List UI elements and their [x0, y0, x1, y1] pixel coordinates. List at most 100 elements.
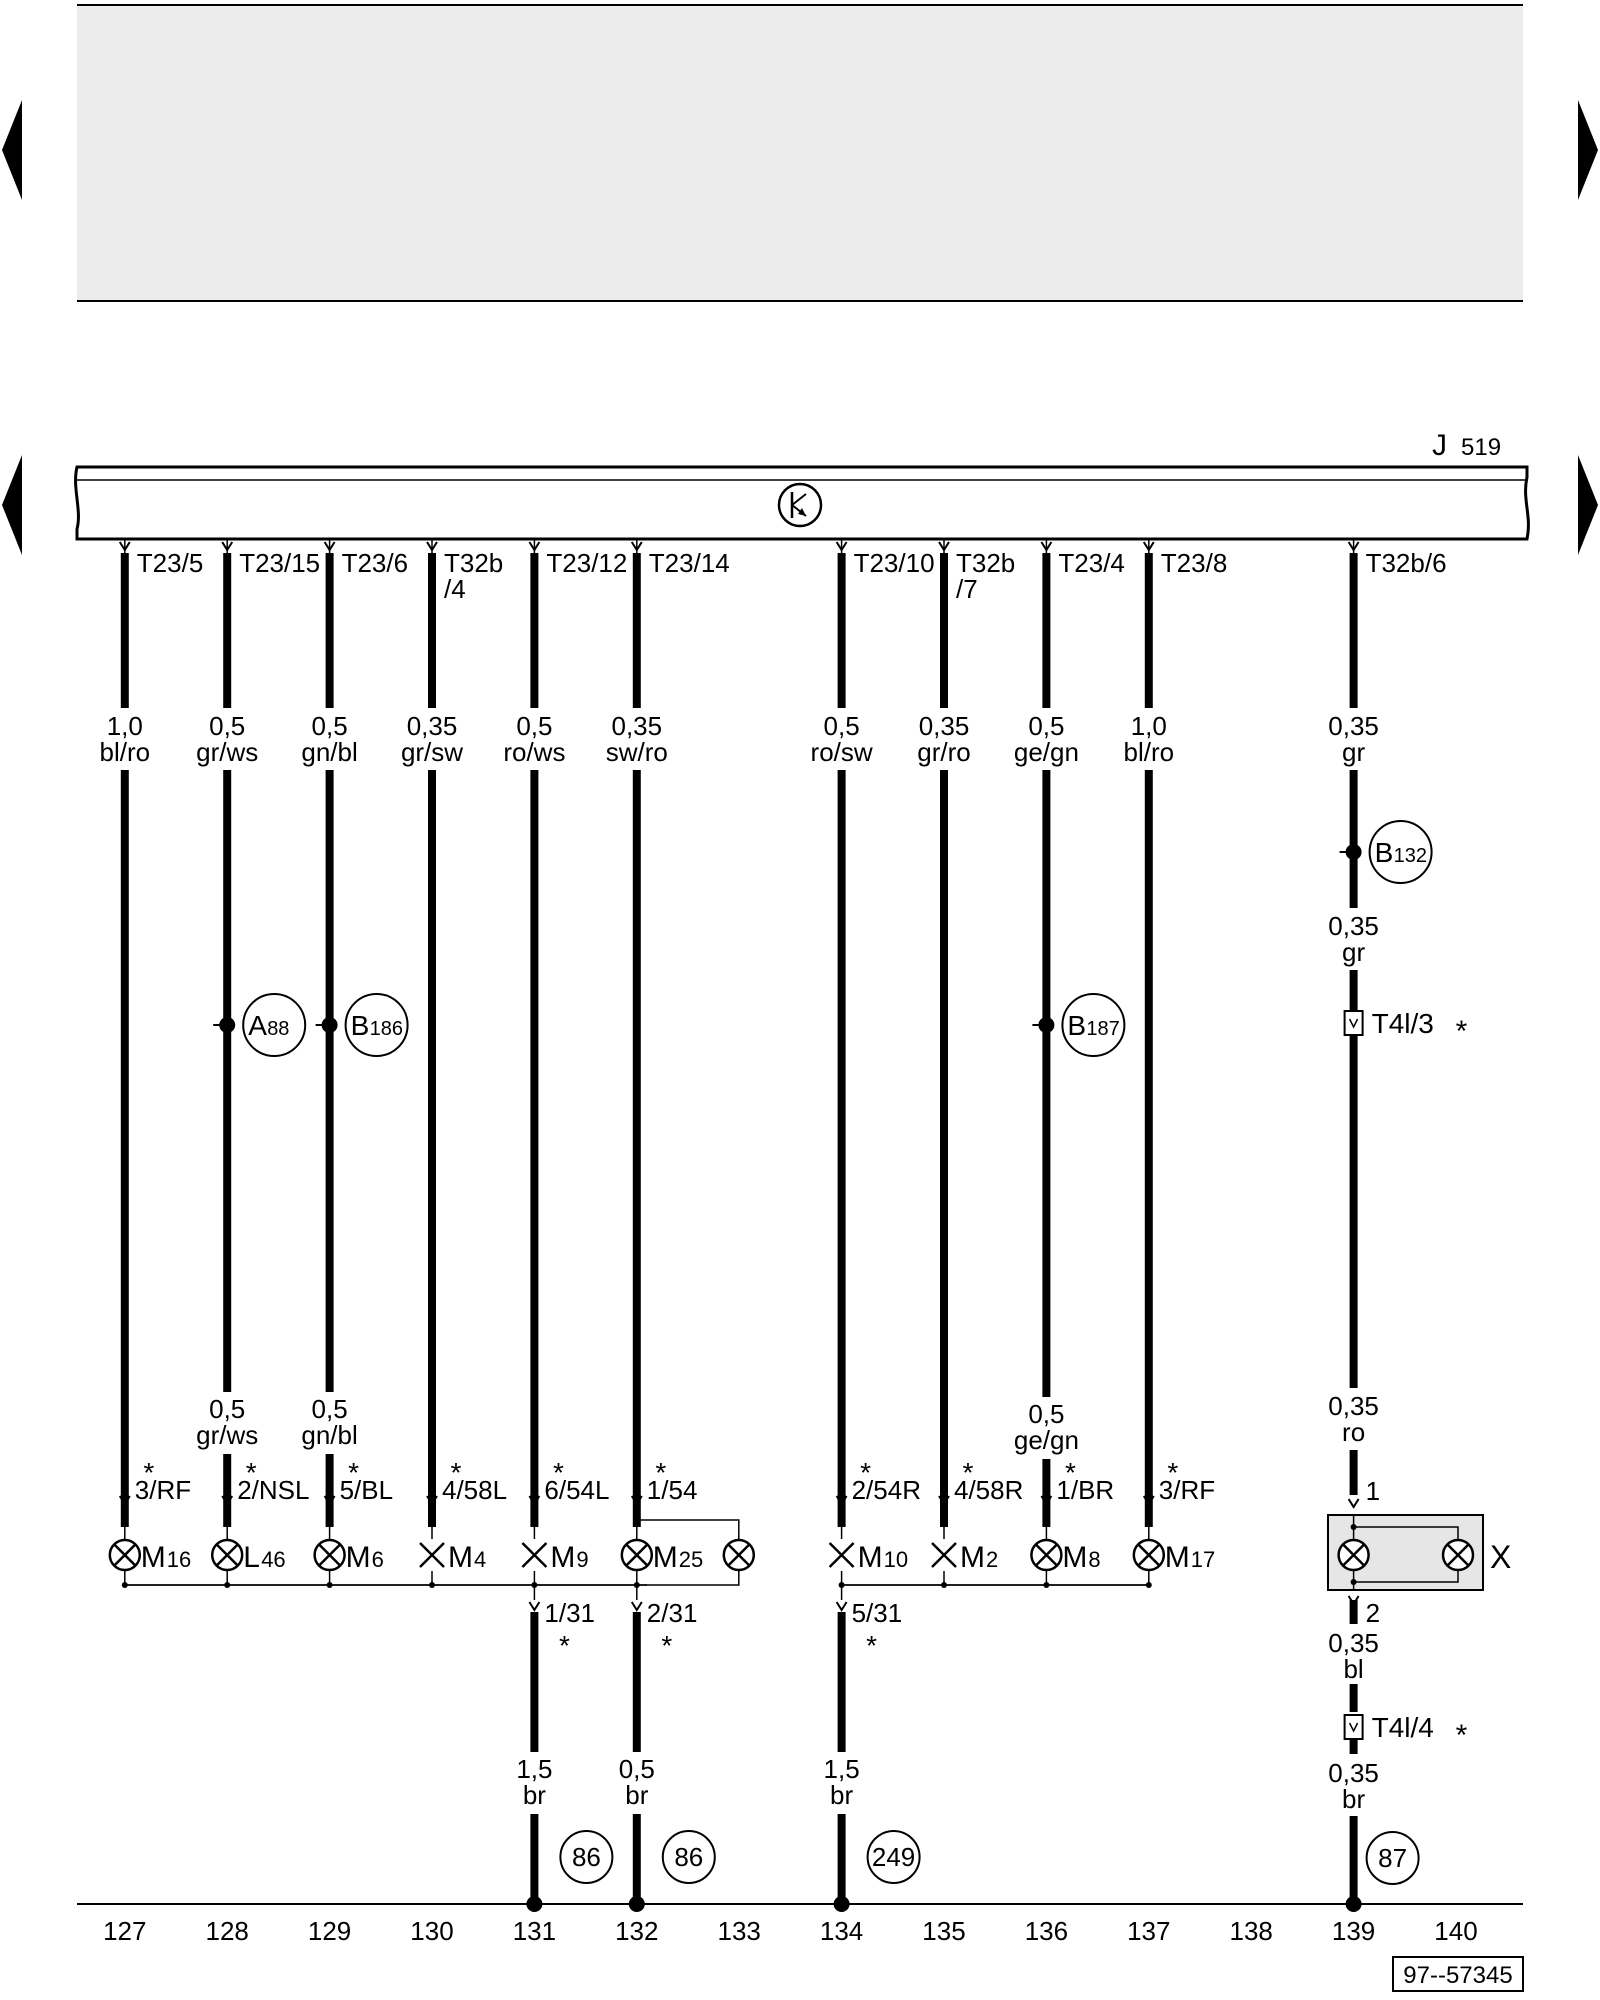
column-number: 138 [1230, 1916, 1273, 1946]
pin-connector-icon [1142, 1495, 1155, 1506]
figure-id: 97--57345 [1403, 1962, 1512, 1989]
pin-label: T23/10 [854, 548, 935, 578]
pin-label: T23/5 [137, 548, 204, 578]
bulb-icon [1132, 1538, 1166, 1572]
asterisk-mark: * [143, 1457, 154, 1488]
wire-spec-gauge: 0,5 [312, 711, 348, 741]
ground-icon [526, 1896, 543, 1912]
ground-wire-spec-gauge: 1,5 [516, 1754, 552, 1784]
cross-icon [828, 1542, 855, 1568]
svg-text:T4l/3: T4l/3 [1372, 1008, 1434, 1039]
asterisk-mark: * [963, 1457, 974, 1488]
pin-connector-icon [630, 541, 643, 552]
wire-spec-color: sw/ro [606, 737, 668, 767]
wire-spec-color: bl/ro [100, 737, 151, 767]
label-mask [297, 708, 362, 770]
wire-spec-lower-gauge: 0,5 [1028, 1399, 1064, 1429]
component-letter: M [1062, 1541, 1087, 1574]
pin-connector-icon [528, 1601, 541, 1612]
pin-connector-icon [118, 541, 131, 552]
component-letter: M [653, 1541, 678, 1574]
label-mask [1321, 1754, 1386, 1816]
nav-next-top-icon[interactable] [1578, 100, 1598, 200]
asterisk-mark: * [553, 1457, 564, 1488]
label-mask [1014, 708, 1079, 770]
label-mask [1321, 1388, 1386, 1450]
component-connector: 5/BL [340, 1475, 394, 1505]
ground-wire-spec-color: br [625, 1780, 648, 1810]
pin-label: T23/14 [649, 548, 730, 578]
nav-next-bottom-icon[interactable] [1578, 455, 1598, 555]
svg-text:A: A [248, 1010, 267, 1041]
wire-spec-gauge: 0,5 [1028, 711, 1064, 741]
cross-icon [419, 1542, 445, 1568]
wire-spec-gauge: 0,35 [611, 711, 662, 741]
ground-connector: 5/31 [852, 1598, 903, 1628]
pin-connector-icon [426, 1495, 438, 1506]
ground-wire-spec-color: br [830, 1780, 853, 1810]
pin-label: T23/6 [342, 548, 409, 578]
column-number: 140 [1434, 1916, 1477, 1946]
column-number: 128 [206, 1916, 249, 1946]
wire-spec-lower-gauge: 0,5 [312, 1394, 348, 1424]
wire-spec-color: gr/ro [917, 737, 970, 767]
ground-icon [628, 1896, 645, 1912]
asterisk-mark: * [559, 1630, 570, 1661]
component-subscript: 4 [474, 1547, 486, 1572]
label-mask [1321, 1624, 1386, 1684]
pin-label: /4 [444, 574, 466, 604]
label-mask [1116, 708, 1181, 770]
pin-connector-icon [835, 1601, 848, 1612]
nav-prev-bottom-icon[interactable] [2, 455, 22, 555]
svg-text:132: 132 [1394, 845, 1427, 867]
svg-text:T4l/4: T4l/4 [1372, 1712, 1434, 1743]
pin-label: T23/4 [1058, 548, 1125, 578]
wire-spec-gauge: 0,35 [919, 711, 970, 741]
label-mask [400, 708, 464, 770]
nav-prev-top-icon[interactable] [2, 100, 22, 200]
reference-marker: 86 [661, 1830, 716, 1884]
asterisk-mark: * [860, 1457, 871, 1488]
pin-connector-icon [938, 1495, 950, 1506]
column-number: 136 [1025, 1916, 1068, 1946]
wire-spec-gauge: 0,5 [516, 711, 552, 741]
cross-icon [521, 1542, 548, 1568]
wire-spec-lower-color: ge/gn [1014, 1425, 1079, 1455]
asterisk-mark: * [1167, 1457, 1178, 1488]
component-letter: M [141, 1541, 166, 1574]
pin-label: T32b [956, 548, 1015, 578]
component-connector: 2/NSL [237, 1475, 309, 1505]
svg-text:187: 187 [1086, 1018, 1119, 1040]
pin-connector-icon [835, 541, 848, 552]
control-unit-subscript: 519 [1461, 434, 1501, 461]
bulb-icon [1337, 1538, 1370, 1572]
reference-marker: 87 [1365, 1831, 1420, 1885]
column-number: 129 [308, 1916, 351, 1946]
wire-spec-gauge: 1,0 [107, 711, 143, 741]
pin-connector-icon [938, 541, 950, 552]
wire-spec-color: bl/ro [1124, 737, 1175, 767]
asterisk-mark: * [655, 1457, 666, 1488]
component-connector: 6/54L [544, 1475, 609, 1505]
label-mask [195, 708, 260, 770]
wire-spec-lower-color: gn/bl [301, 1420, 357, 1450]
asterisk-mark: * [246, 1457, 257, 1488]
svg-text:87: 87 [1378, 1843, 1407, 1873]
pin-label: 2 [1366, 1598, 1380, 1628]
bulb-icon [108, 1538, 142, 1572]
asterisk-mark: * [866, 1630, 877, 1661]
label-mask [604, 708, 669, 770]
component-letter: L [243, 1541, 260, 1574]
control-unit-j519: J 519 [74, 429, 1530, 541]
